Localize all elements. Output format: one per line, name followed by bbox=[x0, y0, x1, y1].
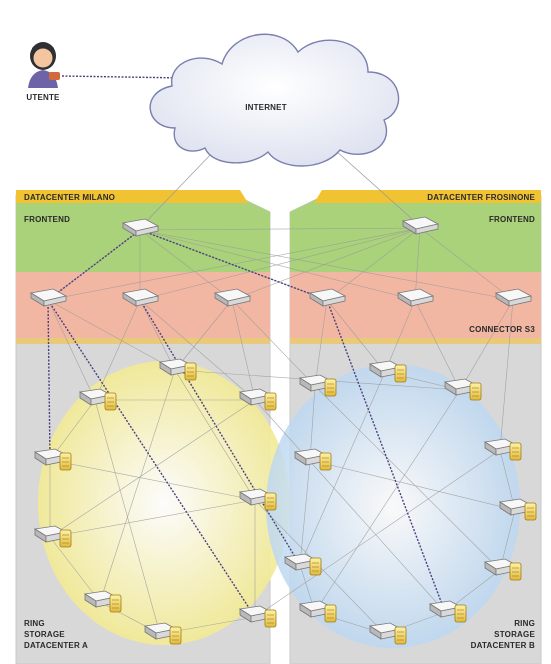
frontend-label-milano: FRONTEND bbox=[24, 215, 70, 224]
connector-label: CONNECTOR S3 bbox=[469, 325, 535, 334]
datacenter-tab-frosinone bbox=[314, 190, 541, 203]
internet-links bbox=[139, 149, 421, 229]
datacenter-tab-milano bbox=[16, 190, 248, 203]
datacenter-milano-title: DATACENTER MILANO bbox=[24, 193, 115, 202]
ring-a-label-line3: DATACENTER A bbox=[24, 641, 88, 650]
frontend-label-frosinone: FRONTEND bbox=[489, 215, 535, 224]
internet-label: INTERNET bbox=[245, 103, 287, 112]
user-label: UTENTE bbox=[26, 93, 60, 102]
internet-cloud bbox=[149, 33, 400, 167]
ring-b-label-line1: RING bbox=[514, 619, 535, 628]
ring-b-label-line2: STORAGE bbox=[494, 630, 535, 639]
datacenter-frosinone-title: DATACENTER FROSINONE bbox=[427, 193, 535, 202]
ring-b-label-line3: DATACENTER B bbox=[471, 641, 535, 650]
ring-a-label-line1: RING bbox=[24, 619, 45, 628]
ring-a-label-line2: STORAGE bbox=[24, 630, 65, 639]
user-avatar-icon bbox=[28, 42, 60, 88]
primary-links bbox=[47, 75, 446, 618]
